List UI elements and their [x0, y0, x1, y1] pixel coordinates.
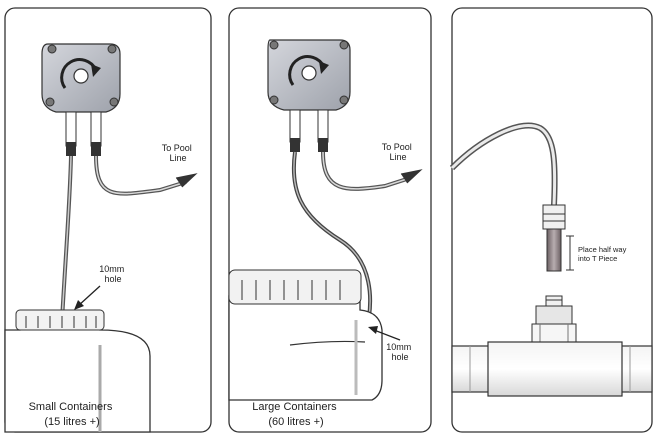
- hole-label: 10mm: [99, 264, 124, 274]
- rotor-hub-icon: [73, 68, 89, 84]
- fitting-nut: [542, 204, 566, 230]
- rotation-arrow-icon: [288, 55, 326, 86]
- caption-large-volume: (60 litres +): [268, 416, 323, 428]
- caption-small-containers: Small Containers: [29, 401, 113, 413]
- svg-text:To Pool Line: To Pool Line: [162, 143, 195, 163]
- pump-fitting-right: [317, 109, 329, 143]
- pump-fitting-left: [289, 109, 301, 143]
- pump-fitting-left: [65, 111, 77, 147]
- pool-line-label-2: Line: [169, 153, 186, 163]
- hole-label-2: hole: [104, 274, 121, 284]
- hole-label-2: hole: [391, 352, 408, 362]
- small-container: [4, 309, 151, 433]
- hole-pointer: [77, 285, 101, 307]
- container-cap: [15, 309, 105, 331]
- flow-arrow-icon: [400, 169, 423, 184]
- rotor-hub-icon: [301, 65, 317, 81]
- hole-pointer: [373, 329, 401, 341]
- pump-head: [41, 43, 121, 113]
- panel-t-piece: Place half way into T Piece: [449, 7, 653, 433]
- insertion-note-2: into T Piece: [578, 254, 617, 263]
- panel-large-containers: To Pool Line 10mm hole Large Containers …: [228, 7, 432, 433]
- panel-small-containers: To Pool Line 10mm hole Small Containers …: [4, 7, 212, 433]
- svg-text:10mm hole: 10mm hole: [99, 264, 127, 284]
- svg-text:10mm hole: 10mm hole: [386, 342, 414, 362]
- svg-text:Small Containers (15 lit: Small Containers (15 litres +): [29, 401, 116, 428]
- pool-line-label-2: Line: [389, 152, 406, 162]
- svg-text:Place half way into T Pi: Place half way into T Piece: [578, 245, 628, 263]
- pool-line-label: To Pool: [162, 143, 192, 153]
- hole-label: 10mm: [386, 342, 411, 352]
- insertion-note: Place half way: [578, 245, 627, 254]
- caption-large-containers: Large Containers: [252, 401, 337, 413]
- pump-head: [267, 39, 351, 111]
- rotation-arrow-icon: [60, 58, 98, 89]
- caption-small-volume: (15 litres +): [44, 416, 99, 428]
- large-container: [228, 269, 383, 401]
- svg-text:To Pool Line: To Pool Line: [382, 142, 415, 162]
- pool-pipe: [451, 341, 653, 397]
- container-cap: [228, 269, 362, 305]
- svg-text:Large Containers (60 lit: Large Containers (60 litres +): [252, 401, 339, 428]
- pool-line-label: To Pool: [382, 142, 412, 152]
- injector-stem: [546, 228, 562, 272]
- pump-fitting-right: [90, 111, 102, 147]
- flow-arrow-icon: [175, 173, 198, 188]
